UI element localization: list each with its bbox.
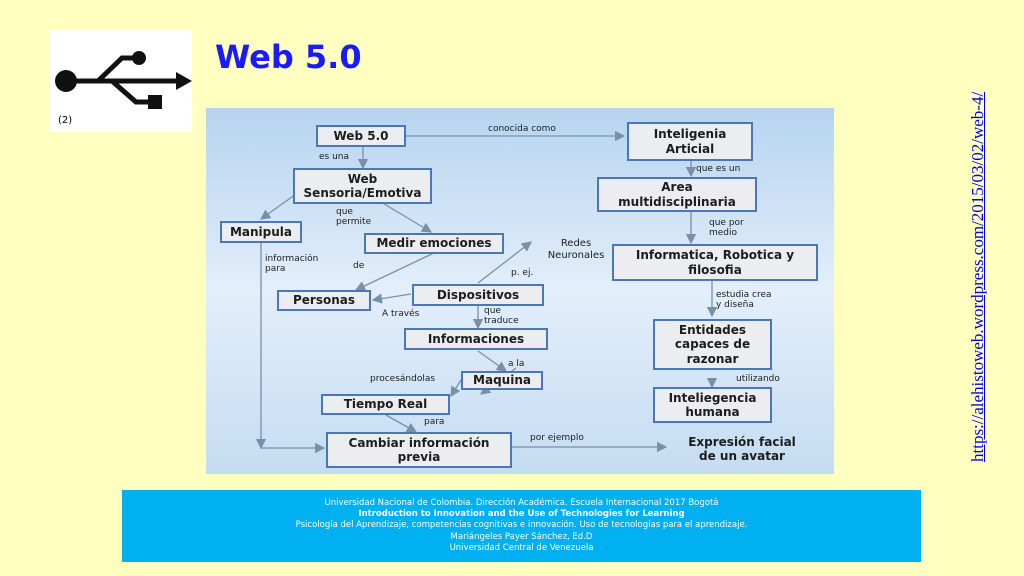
node-area-multidisciplinaria: Area multidisciplinaria [597,177,757,212]
label-que-es-un: que es un [696,164,741,174]
node-informatica-robotica-filosofia: Informatica, Robotica y filosofia [612,244,818,281]
node-tiempo-real: Tiempo Real [321,394,450,415]
node-manipula: Manipula [220,221,302,243]
concept-map-connectors [255,130,718,454]
footer-line-1: Universidad Nacional de Colombia. Direcc… [324,498,719,509]
label-informacion-para: información para [265,254,319,275]
concept-map: Web 5.0 Inteligenia Articial Web Sensori… [206,108,834,474]
footer-line-2: Introduction to Innovation and the Use o… [358,509,685,520]
label-estudia-crea-disena: estudia crea y diseña [716,290,772,311]
node-medir-emociones: Medir emociones [364,233,504,254]
logo-panel: (2) [50,30,192,132]
node-dispositivos: Dispositivos [412,284,544,306]
label-que-por-medio: que por medio [709,218,744,239]
node-web-sensorial-emotiva: Web Sensoria/Emotiva [293,168,432,204]
label-es-una: es una [319,152,350,162]
logo-caption: (2) [58,115,73,126]
node-redes-neuronales: Redes Neuronales [547,238,605,261]
page-title: Web 5.0 [215,38,362,76]
node-informaciones: Informaciones [404,328,548,350]
node-inteligencia-artificial: Inteligenia Articial [627,122,753,161]
node-cambiar-informacion: Cambiar información previa [326,432,512,468]
label-utilizando: utilizando [736,374,780,384]
label-procesandolas: procesándolas [370,374,436,384]
node-personas: Personas [277,290,371,311]
usb-icon [55,51,192,109]
label-que-permite: que permite [336,207,372,228]
label-a-la: a la [508,359,525,369]
footer-line-3: Psicología del Aprendizaje, competencias… [295,520,748,531]
label-conocida-como: conocida como [488,124,556,134]
source-link[interactable]: https://alehistoweb.wordpress.com/2015/0… [968,91,987,462]
node-maquina: Maquina [461,371,543,390]
node-inteligencia-humana: Inteliegencia humana [653,387,772,423]
footer-line-4: Mariángeles Payer Sánchez, Ed.D [450,531,593,542]
node-expresion-facial: Expresión facial de un avatar [688,434,796,463]
footer-line-5: Universidad Central de Venezuela [449,542,594,553]
label-de: de [353,261,365,271]
label-para: para [424,417,445,427]
node-entidades-capaces: Entidades capaces de razonar [653,319,772,370]
label-p-ej: p. ej. [511,268,534,278]
label-que-traduce: que traduce [484,306,519,327]
label-por-ejemplo: por ejemplo [530,433,584,443]
label-a-traves: A través [382,309,420,319]
footer-credits: Universidad Nacional de Colombia. Direcc… [122,490,921,562]
node-web-5-0: Web 5.0 [316,125,406,147]
